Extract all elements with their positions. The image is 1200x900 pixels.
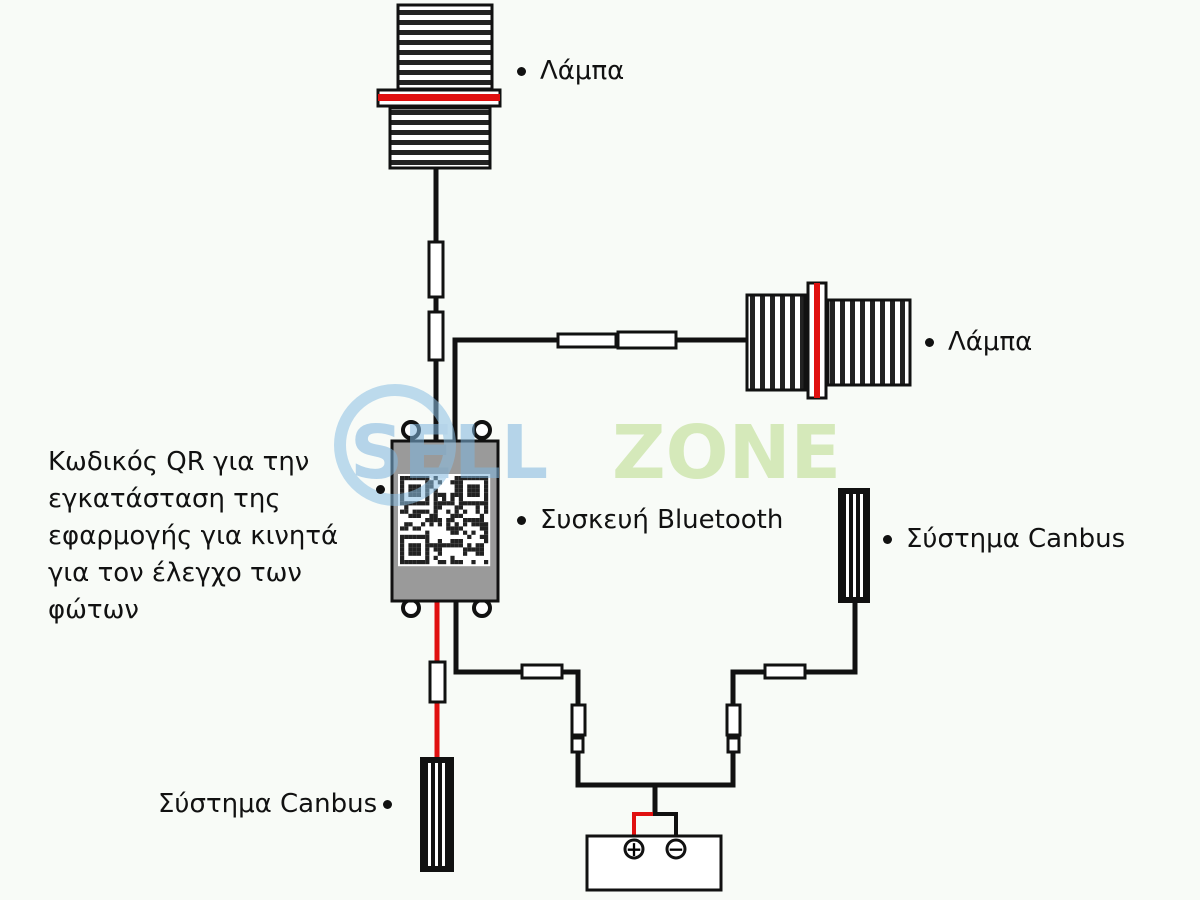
svg-text:ZONE: ZONE [612,410,841,496]
label-text: Λάμπα [948,327,1033,357]
canbus-bottom [420,757,454,872]
right-lamp [745,281,912,400]
bullet-icon [883,535,892,544]
label-text: Λάμπα [540,56,625,86]
bullet-icon [925,338,934,347]
top-lamp [376,3,502,170]
label-qr-code: Κωδικός QR για την εγκατάσταση της εφαρμ… [48,444,338,629]
label-text: Σύστημα Canbus [906,524,1126,554]
label-text: Συσκευή Bluetooth [540,505,784,535]
battery-plus: + [626,837,643,861]
label-text: Σύστημα Canbus [158,789,378,819]
label-line: φώτων [48,595,139,625]
bullet-icon [517,516,526,525]
canbus-right [838,488,870,603]
qr-code [398,474,491,567]
label-bluetooth-device: Συσκευή Bluetooth [517,502,783,539]
label-line: Κωδικός QR για την [48,447,310,477]
label-line: για τον έλεγχο των [48,558,302,588]
connectors [427,240,807,754]
bullet-icon [517,67,526,76]
label-canbus-bottom: Σύστημα Canbus [158,786,393,823]
label-canbus-right: Σύστημα Canbus [883,521,1125,558]
bullet-icon [376,485,385,494]
label-top-lamp: Λάμπα [517,53,624,90]
label-line: εγκατάσταση της [48,484,281,514]
watermark-logo: SELL ZONE [334,384,841,506]
bullet-icon [383,800,393,809]
battery: + − [585,834,723,892]
battery-minus: − [668,837,685,861]
label-line: εφαρμογής για κινητά [48,521,339,551]
svg-text:SELL: SELL [350,410,548,496]
label-right-lamp: Λάμπα [925,324,1032,361]
